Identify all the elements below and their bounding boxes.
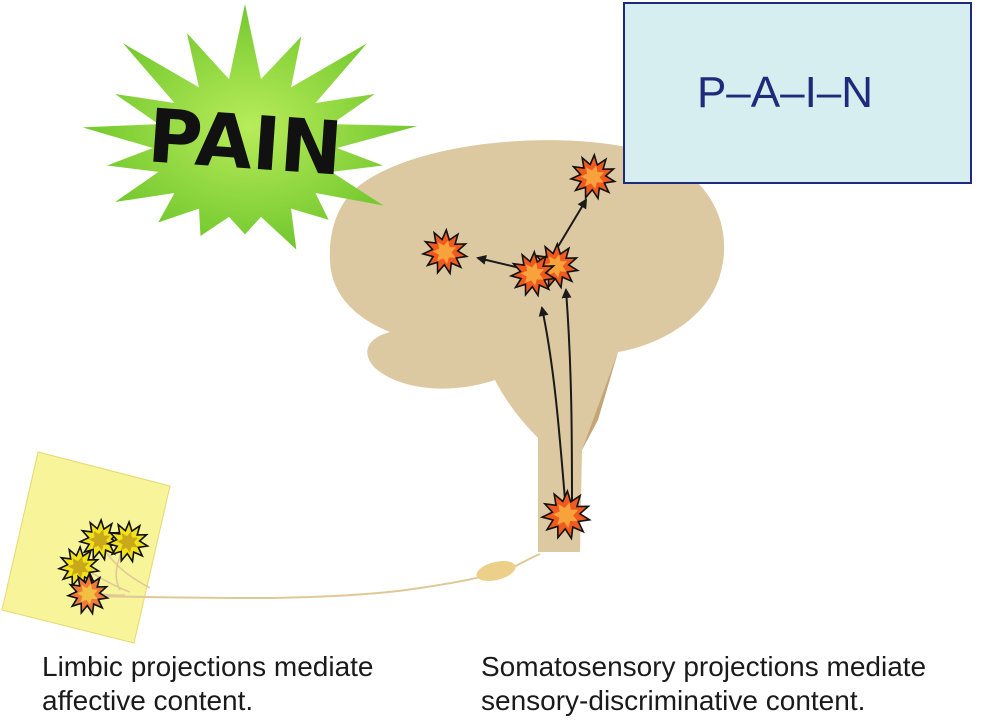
peripheral-nerve-fiber bbox=[91, 573, 491, 600]
thalamus-activity-burst-core bbox=[543, 254, 568, 278]
somatosensory-caption-line2: sensory-discriminative content. bbox=[481, 685, 866, 716]
limbic-activity-burst-core bbox=[117, 531, 139, 553]
ascending-arrow bbox=[538, 306, 567, 513]
cortex-box-rect bbox=[623, 2, 972, 184]
limbic-caption-line1: Limbic projections mediate bbox=[42, 651, 374, 682]
cortex-box-label: P–A–I–N bbox=[697, 68, 873, 117]
green-starburst-shape bbox=[82, 4, 418, 250]
limbic-activity-burst-core bbox=[68, 556, 90, 578]
limbic-cortex-activity-burst-core bbox=[432, 240, 457, 264]
limbic-activity-burst-core bbox=[89, 529, 111, 551]
cortex-perception-box: P–A–I–N bbox=[623, 2, 972, 184]
nerve-to-spinal bbox=[511, 553, 541, 569]
limbic-caption: Limbic projections mediate affective con… bbox=[42, 650, 374, 718]
projection-arrow bbox=[555, 198, 588, 251]
orange-bursts bbox=[420, 152, 617, 541]
pain-burst-label: PAIN bbox=[145, 93, 345, 192]
limbic-panel bbox=[1, 451, 171, 644]
thalamus-activity-burst-core bbox=[520, 262, 545, 286]
limbic-activity-burst-core bbox=[77, 583, 99, 605]
somatosensory-caption-line1: Somatosensory projections mediate bbox=[481, 651, 927, 682]
brainstem-activity-burst-core bbox=[552, 502, 579, 528]
limbic-caption-line2: affective content. bbox=[42, 685, 254, 716]
cortex-activity-burst-core bbox=[580, 165, 605, 189]
projection-arrow bbox=[476, 254, 521, 269]
somatosensory-caption: Somatosensory projections mediate sensor… bbox=[481, 650, 926, 718]
yellow-bursts bbox=[56, 517, 150, 616]
dorsal-root-ganglion bbox=[476, 561, 516, 581]
ascending-arrow bbox=[561, 288, 573, 513]
brain-shape bbox=[329, 140, 725, 553]
pain-starburst: PAIN bbox=[82, 4, 418, 250]
